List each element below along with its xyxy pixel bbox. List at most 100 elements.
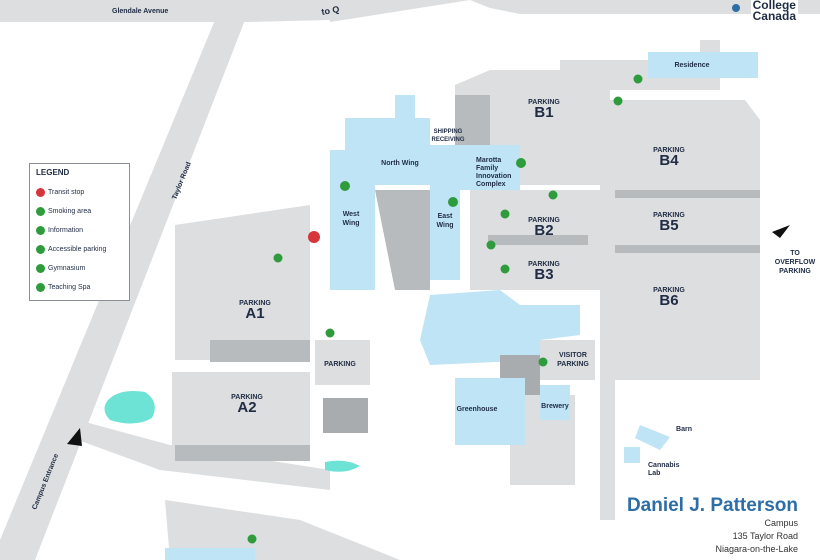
east-wing-label: Wing (436, 222, 453, 229)
parking-b1-number: B1 (534, 104, 553, 121)
accessible-parking-icon (325, 328, 335, 338)
parking-b3-number: B3 (534, 266, 553, 283)
parking-a1-number: A1 (245, 305, 264, 322)
west-wing-label: West (343, 211, 360, 218)
barn-label: Barn (676, 426, 692, 433)
accessible-parking-icon (247, 534, 257, 544)
top-right-road (470, 0, 820, 14)
entrance-arrow-icon (67, 428, 82, 446)
college-brand: College Canada (750, 0, 798, 23)
cannabis-lab-label: Lab (648, 470, 660, 477)
campus-town: Niagara-on-the-Lake (715, 544, 798, 554)
parking-a1-label: PARKING (239, 300, 271, 307)
small-pond (325, 460, 360, 472)
small-parking-lot (315, 340, 370, 385)
legend-item: Smoking area (36, 202, 123, 221)
parking-b2-number: B2 (534, 222, 553, 239)
parking-b2-label: PARKING (528, 217, 560, 224)
buildings (165, 52, 758, 560)
legend-label: Smoking area (48, 208, 92, 215)
legend-item: Accessible parking (36, 240, 123, 259)
greenhouse-label: Greenhouse (457, 406, 498, 413)
accessible-parking-icon (500, 264, 510, 274)
spa-icon (36, 283, 45, 292)
marotta-label: Marotta (476, 157, 501, 164)
wheelchair-icon (36, 245, 45, 254)
overflow-label: PARKING (779, 268, 811, 275)
smoking-icon (36, 207, 45, 216)
accessible-parking-icon (548, 190, 558, 200)
brewery-label: Brewery (541, 403, 569, 410)
legend: LEGEND Transit stop Smoking area Informa… (29, 163, 130, 301)
overflow-label: OVERFLOW (775, 259, 816, 266)
campus-title: Daniel J. Patterson (626, 495, 798, 516)
residence-label: Residence (674, 62, 709, 69)
glendale-avenue-label: Glendale Avenue (112, 8, 168, 15)
legend-label: Teaching Spa (48, 284, 91, 291)
receiving-label: RECEIVING (431, 137, 464, 143)
accessible-parking-icon (500, 209, 510, 219)
parking-a2-label: PARKING (231, 394, 263, 401)
visitor-parking-label: VISITOR (559, 352, 587, 359)
parking-b1-label: PARKING (528, 99, 560, 106)
residence-building (648, 52, 758, 78)
overflow-label: TO (790, 250, 800, 257)
visitor-parking-label: PARKING (557, 361, 589, 368)
brand-line: College (752, 0, 796, 12)
marotta-label: Family (476, 165, 498, 172)
cannabis-lab-label: Cannabis (648, 462, 680, 469)
legend-label: Accessible parking (48, 246, 107, 253)
parking-b5-label: PARKING (653, 212, 685, 219)
greenhouse-building (455, 378, 525, 445)
accessible-parking-icon (273, 253, 283, 263)
cannabis-lab-building (624, 447, 640, 463)
parking-b4-b6-lot (615, 100, 760, 380)
south-building (420, 290, 580, 365)
information-icon (340, 181, 350, 191)
accessible-parking-icon (613, 96, 623, 106)
bus-icon (36, 188, 45, 197)
legend-item: Gymnasium (36, 259, 123, 278)
parking-b3-label: PARKING (528, 261, 560, 268)
glendale-avenue-road (0, 0, 330, 22)
parking-b6-number: B6 (659, 292, 678, 309)
shipping-label: SHIPPING (434, 129, 463, 135)
overflow-arrow-icon (772, 225, 790, 238)
legend-label: Information (48, 227, 84, 234)
legend-item: Transit stop (36, 183, 123, 202)
parking-a2-lot (172, 372, 310, 450)
pond (104, 391, 155, 424)
parking-a2-number: A2 (237, 399, 256, 416)
small-parking-label: PARKING (324, 361, 356, 368)
college-logo-icon (732, 4, 740, 12)
parking-b5-number: B5 (659, 217, 678, 234)
legend-title: LEGEND (36, 168, 70, 177)
accessible-parking-icon (538, 357, 548, 367)
barn-building (635, 425, 670, 450)
main-building (330, 95, 520, 290)
east-wing-label: East (438, 213, 453, 220)
parking-a1-lot (175, 205, 310, 360)
brewery-building (540, 385, 570, 420)
marotta-label: Complex (476, 181, 506, 188)
campus-address: 135 Taylor Road (732, 531, 798, 541)
to-qew-label: to Q (321, 4, 340, 17)
marotta-label: Innovation (476, 173, 511, 180)
smoking-area-icon (633, 74, 643, 84)
teaching-spa-icon (448, 197, 458, 207)
parking-b4-label: PARKING (653, 147, 685, 154)
parking-b4-number: B4 (659, 152, 679, 169)
info-icon (36, 226, 45, 235)
gym-icon (36, 264, 45, 273)
gymnasium-icon (516, 158, 526, 168)
brand-line: Canada (752, 9, 796, 23)
transit-stop-icon (308, 231, 320, 243)
legend-item: Teaching Spa (36, 278, 123, 297)
legend-label: Transit stop (48, 189, 85, 196)
campus-subtitle: Campus (764, 518, 798, 528)
west-wing-label: Wing (342, 220, 359, 227)
visitor-parking-lot (540, 340, 595, 380)
smoking-area-icon (486, 240, 496, 250)
legend-item: Information (36, 221, 123, 240)
